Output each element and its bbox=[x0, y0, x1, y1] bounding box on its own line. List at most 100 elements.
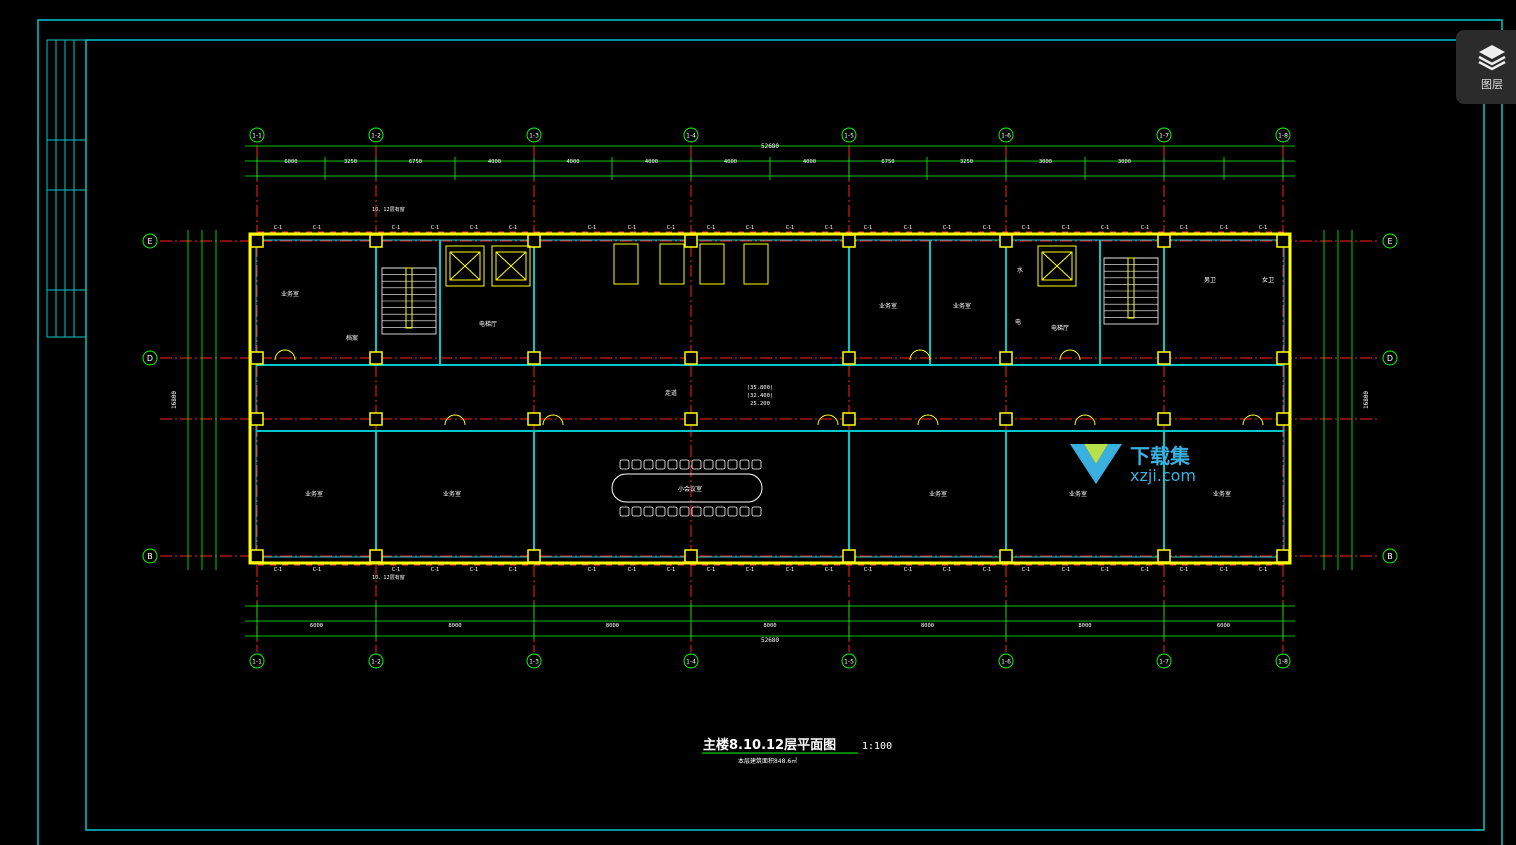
span-dim-bottom: 8000 bbox=[448, 623, 461, 629]
door-swing bbox=[1074, 414, 1096, 426]
elevation-mark: (35.800) bbox=[747, 385, 774, 391]
elevator-car bbox=[449, 251, 481, 281]
span-dim-top: 3250 bbox=[344, 159, 357, 165]
grid-bubble-label: 1-6 bbox=[1001, 133, 1011, 140]
structural-column bbox=[369, 234, 383, 248]
span-dim-top: 3000 bbox=[1118, 159, 1131, 165]
grid-bubble bbox=[368, 127, 384, 143]
room-label: 业务室 bbox=[443, 490, 461, 498]
window-tag: C-1 bbox=[470, 225, 478, 231]
grid-bubble bbox=[142, 350, 158, 366]
grid-bubble bbox=[1156, 653, 1172, 669]
structural-column bbox=[527, 549, 541, 563]
door-swing bbox=[1242, 414, 1264, 426]
room-label: 电 bbox=[1015, 318, 1021, 326]
window-tag: C-1 bbox=[509, 567, 517, 573]
structural-column bbox=[999, 351, 1013, 365]
grid-bubble bbox=[1275, 653, 1291, 669]
binding-strip bbox=[46, 39, 87, 338]
window-tag: C-1 bbox=[1220, 567, 1228, 573]
span-dim-top: 6750 bbox=[409, 159, 422, 165]
chair bbox=[631, 506, 642, 517]
grid-bubble-label: 1-1 bbox=[252, 133, 262, 140]
display-board bbox=[699, 243, 725, 285]
elevator-cross bbox=[1041, 251, 1073, 281]
chair bbox=[667, 459, 678, 470]
chair bbox=[751, 459, 762, 470]
structural-column bbox=[842, 549, 856, 563]
floor-plan: 1-11-11-21-21-31-31-41-41-51-51-61-61-71… bbox=[142, 127, 1398, 669]
window-tag: C-1 bbox=[1259, 225, 1267, 231]
room-label: 业务室 bbox=[1213, 490, 1231, 498]
overall-dim-side: 16800 bbox=[1363, 391, 1370, 409]
door-swing bbox=[274, 349, 296, 361]
door-swing bbox=[817, 414, 839, 426]
structural-column bbox=[842, 412, 856, 426]
grid-bubble-label: 1-2 bbox=[371, 133, 381, 140]
elevator-shaft bbox=[445, 245, 485, 287]
span-dim-top: 4000 bbox=[645, 159, 658, 165]
window-tag: C-1 bbox=[392, 567, 400, 573]
chair bbox=[703, 459, 714, 470]
stair-rail bbox=[1127, 257, 1135, 319]
window-tag: C-1 bbox=[431, 567, 439, 573]
window-tag: C-1 bbox=[1062, 567, 1070, 573]
grid-bubble bbox=[249, 127, 265, 143]
room-label: 男卫 bbox=[1204, 277, 1216, 284]
grid-bubble-label: B bbox=[147, 552, 153, 561]
chair bbox=[715, 506, 726, 517]
chair bbox=[727, 506, 738, 517]
grid-bubble bbox=[998, 653, 1014, 669]
span-dim-top: 4000 bbox=[566, 159, 579, 165]
structural-column bbox=[250, 351, 264, 365]
chair bbox=[703, 506, 714, 517]
chair bbox=[667, 506, 678, 517]
window-tag: C-1 bbox=[588, 225, 596, 231]
grid-bubble-label: 1-2 bbox=[371, 659, 381, 666]
door-swing bbox=[542, 414, 564, 426]
grid-bubble-label: D bbox=[1387, 354, 1393, 363]
elevator-cross bbox=[449, 251, 481, 281]
room-label: 业务室 bbox=[879, 302, 897, 310]
grid-bubble-label: 1-4 bbox=[686, 659, 696, 666]
drawing-scale: 1:100 bbox=[862, 741, 892, 752]
chair bbox=[643, 459, 654, 470]
drawing-subtitle: 本层建筑面积848.6㎡ bbox=[738, 757, 797, 765]
structural-column bbox=[1157, 234, 1171, 248]
structural-column bbox=[250, 234, 264, 248]
grid-bubble-label: E bbox=[147, 237, 152, 246]
stair-rail bbox=[405, 267, 413, 329]
window-tag: C-1 bbox=[825, 567, 833, 573]
grid-bubble bbox=[526, 127, 542, 143]
elevation-mark: 25.200 bbox=[750, 401, 770, 407]
grid-bubble-label: 1-5 bbox=[844, 659, 854, 666]
chair bbox=[643, 506, 654, 517]
door-swing bbox=[1059, 349, 1081, 361]
window-tag: C-1 bbox=[825, 225, 833, 231]
grid-bubble-label: 1-7 bbox=[1159, 133, 1169, 140]
layer-button[interactable]: 图层 bbox=[1456, 30, 1516, 104]
window-tag: C-1 bbox=[864, 225, 872, 231]
grid-bubble bbox=[1382, 350, 1398, 366]
grid-bubble-label: 1-3 bbox=[529, 133, 539, 140]
grid-bubble bbox=[142, 548, 158, 564]
structural-column bbox=[369, 549, 383, 563]
layer-button-label: 图层 bbox=[1481, 78, 1503, 91]
structural-column bbox=[999, 412, 1013, 426]
room-label: 水 bbox=[1017, 266, 1023, 274]
room-label: 女卫 bbox=[1262, 276, 1274, 284]
chair bbox=[679, 459, 690, 470]
structural-column bbox=[999, 549, 1013, 563]
elevator-shaft bbox=[1037, 245, 1077, 287]
note-text: 10、12层有窗 bbox=[372, 574, 405, 581]
window-tag: C-1 bbox=[786, 567, 794, 573]
chair bbox=[691, 506, 702, 517]
grid-bubble-label: E bbox=[1387, 237, 1392, 246]
outer-frame bbox=[37, 19, 1503, 845]
window-tag: C-1 bbox=[667, 567, 675, 573]
grid-bubble-label: 1-6 bbox=[1001, 659, 1011, 666]
structural-column bbox=[1276, 412, 1290, 426]
overall-dim-top: 52680 bbox=[761, 143, 779, 150]
span-dim-bottom: 8000 bbox=[763, 623, 776, 629]
